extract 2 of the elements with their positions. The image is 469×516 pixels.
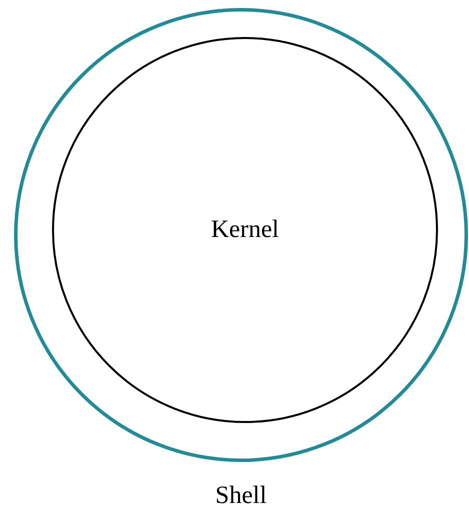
layer-label: Kernel [210,216,280,244]
layer-label: Shell [215,482,267,510]
